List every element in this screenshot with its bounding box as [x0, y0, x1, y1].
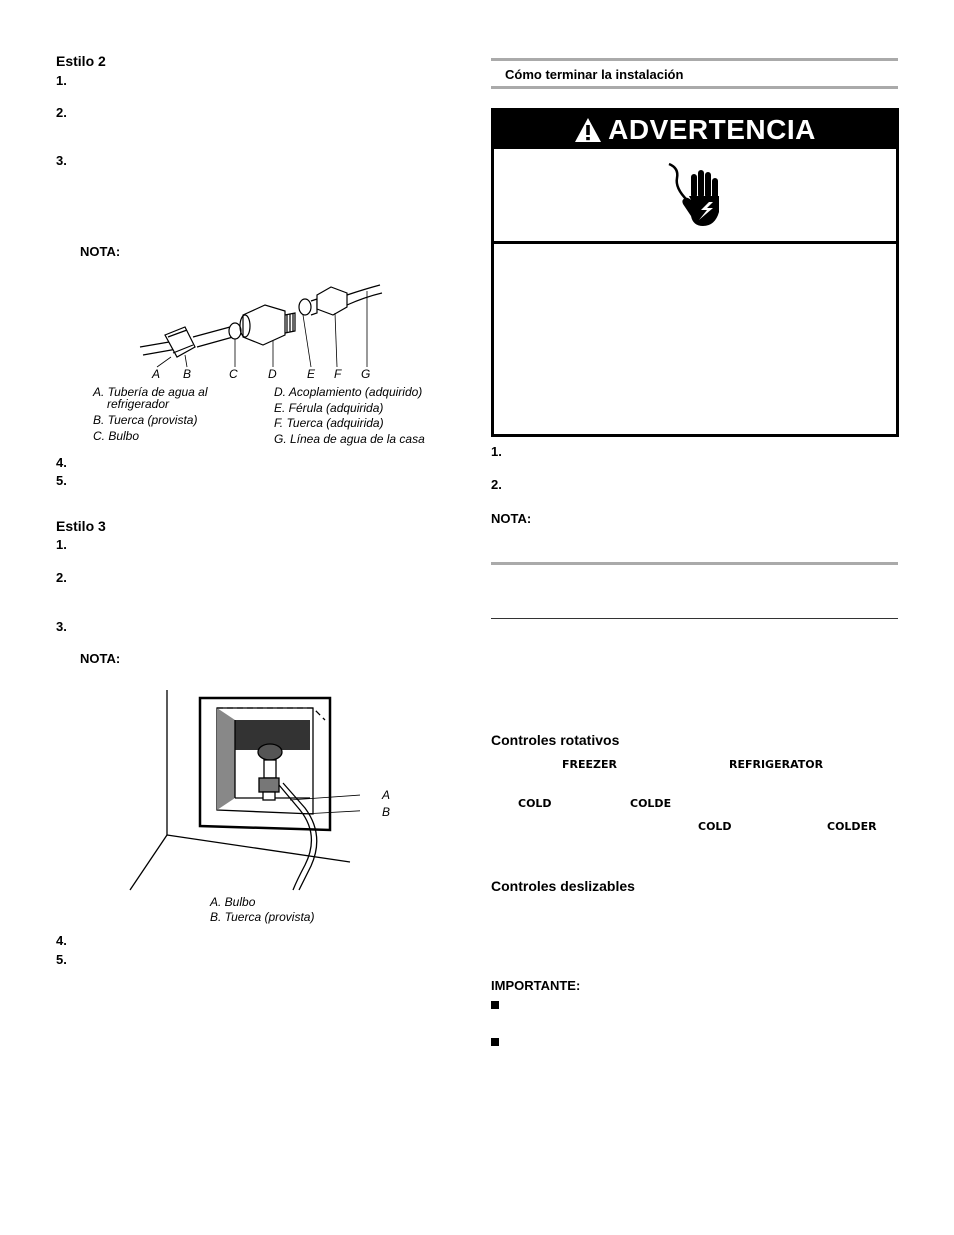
diagram-label-c: C [229, 367, 238, 381]
diagram-label-f: F [334, 367, 342, 381]
cold-label: COLD [698, 820, 732, 833]
caption-g: G. Línea de agua de la casa [274, 432, 425, 446]
controles-rotativos-heading: Controles rotativos [491, 732, 620, 748]
section-rule [491, 562, 898, 565]
step-number: 2. [56, 105, 67, 120]
diagram-label-a: A [152, 367, 161, 381]
electrical-shock-hand-icon [668, 162, 719, 226]
caption-f: F. Tuerca (adquirida) [274, 416, 384, 430]
caption-c: C. Bulbo [93, 429, 140, 443]
caption-e: E. Férula (adquirida) [274, 401, 384, 415]
colde-label: COLDE [630, 797, 672, 810]
step-number: 1. [56, 537, 67, 552]
caption-b: B. Tuerca (provista) [93, 413, 198, 427]
estilo-3-heading: Estilo 3 [56, 518, 106, 534]
step-number: 5. [56, 952, 67, 967]
water-valve-recess-diagram [129, 690, 360, 891]
diagram-label-b: B [183, 367, 192, 381]
step-number: 2. [56, 570, 67, 585]
step-number: 5. [56, 473, 67, 488]
warning-box: ADVERTENCIA [491, 108, 899, 437]
freezer-label: FREEZER [562, 758, 617, 771]
warning-icon-row [494, 149, 896, 244]
step-number: 4. [56, 933, 67, 948]
warning-title: ADVERTENCIA [608, 114, 816, 145]
cold-label: COLD [518, 797, 552, 810]
diagram-label-g: G [361, 367, 371, 381]
nota-label: NOTA: [80, 244, 121, 259]
caption-b: B. Tuerca (provista) [210, 910, 315, 924]
caption-d: D. Acoplamiento (adquirido) [274, 385, 423, 399]
importante-label: IMPORTANTE: [491, 978, 581, 993]
diagram-label-a: A [382, 788, 391, 802]
caption-a: A. Bulbo [210, 895, 256, 909]
warning-triangle-icon [575, 118, 602, 142]
nota-label: NOTA: [80, 651, 121, 666]
step-number: 3. [56, 153, 67, 168]
caption-a: A. Tubería de agua al [93, 385, 208, 399]
refrigerator-label: REFRIGERATOR [729, 758, 824, 771]
section-rule-thin [491, 618, 898, 619]
section-title: Cómo terminar la instalación [505, 67, 684, 82]
bullet-square-icon [491, 1001, 499, 1009]
bullet-square-icon [491, 1038, 499, 1046]
nota-label: NOTA: [491, 511, 532, 526]
caption-a-cont: refrigerador [107, 397, 170, 411]
step-number: 4. [56, 455, 67, 470]
diagram-label-e: E [307, 367, 316, 381]
diagram-label-b: B [382, 805, 391, 819]
step-number: 2. [491, 477, 502, 492]
controles-deslizables-heading: Controles deslizables [491, 878, 635, 894]
step-number: 1. [56, 73, 67, 88]
section-rule-bottom [491, 86, 898, 89]
colder-label: COLDER [827, 820, 877, 833]
step-number: 1. [491, 444, 502, 459]
warning-header: ADVERTENCIA [494, 111, 896, 149]
section-rule-top [491, 58, 898, 61]
estilo-2-heading: Estilo 2 [56, 53, 106, 69]
diagram-label-d: D [268, 367, 277, 381]
compression-fitting-diagram [139, 284, 383, 368]
step-number: 3. [56, 619, 67, 634]
